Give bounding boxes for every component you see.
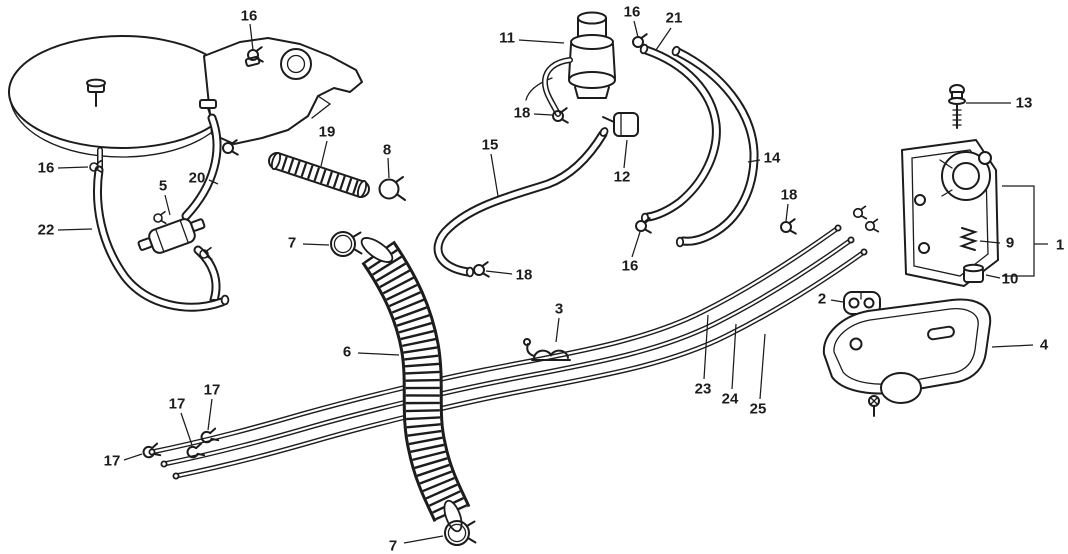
callout-16-d: 16 [622,258,639,275]
callout-18-c: 18 [781,187,798,204]
air-cleaner-assembly [8,35,363,171]
callout-16-b: 16 [624,4,641,21]
bracket-screw [868,395,880,417]
callout-4: 4 [1040,337,1049,354]
callout-14: 14 [764,150,781,167]
part-19-ribbed-tube [268,152,370,198]
part-4-bracket-plate [822,298,992,404]
callout-18-b: 18 [516,267,533,284]
callout-7-b: 7 [389,538,397,554]
part-11-fuel-pump [525,11,616,117]
callout-1: 1 [1056,237,1064,254]
part-12-valve [602,112,639,137]
part-8-open-clamp [378,176,406,201]
callout-6: 6 [343,344,351,361]
callout-12: 12 [614,169,631,186]
callout-23: 23 [695,381,712,398]
filter-outlet-hose [193,245,221,308]
callout-10: 10 [1002,271,1019,288]
callout-15: 15 [482,137,499,154]
part-3-double-clamp [523,338,571,361]
hose-20 [181,113,222,221]
leader-lines [57,20,1048,544]
callout-22: 22 [38,222,55,239]
hose-22 [92,165,230,312]
part-6-corrugated-hose [360,237,471,533]
pipe-25 [172,248,868,480]
part-7-ring-clamp-bottom [444,520,477,546]
pipe-clamp [864,218,880,233]
callout-16-c: 16 [38,160,55,177]
oil-filler-cap [280,48,312,80]
callout-5: 5 [159,178,167,195]
callout-17-a: 17 [204,382,221,399]
hose-15 [433,127,609,278]
part-9-spring [958,227,979,251]
part-10-cap [963,263,984,283]
callout-16-a: 16 [241,8,258,25]
callout-17-b: 17 [169,396,186,413]
callout-25: 25 [750,401,767,418]
part-7-ring-clamp-top [330,231,363,257]
air-cleaner-fitting [86,78,106,107]
callout-9: 9 [1006,235,1014,252]
hose-clamp-18 [473,261,490,278]
callout-13: 13 [1016,95,1033,112]
callout-21: 21 [666,10,683,27]
callout-3: 3 [555,301,563,318]
callout-17-c: 17 [104,453,121,470]
hose-21 [639,43,721,224]
callout-24: 24 [722,391,739,408]
part-1-valve-assembly [901,139,999,287]
callout-19: 19 [319,124,336,141]
pipe-24 [160,236,855,468]
pipe-clamp [852,205,868,220]
hose-clamp [153,210,167,225]
callout-8: 8 [383,142,391,159]
callout-20: 20 [189,170,206,187]
pipe-clamp-18 [780,218,797,235]
callout-18-a: 18 [514,105,531,122]
callout-11: 11 [499,30,515,47]
callouts: 16 11 16 21 13 18 15 12 14 19 8 16 20 5 … [38,4,1065,554]
pipe-23 [148,224,842,456]
callout-2: 2 [818,291,826,308]
part-13-bolt [948,84,966,129]
fuel-filter-5 [137,218,206,254]
hose-14 [671,45,759,248]
callout-7-a: 7 [288,235,296,252]
